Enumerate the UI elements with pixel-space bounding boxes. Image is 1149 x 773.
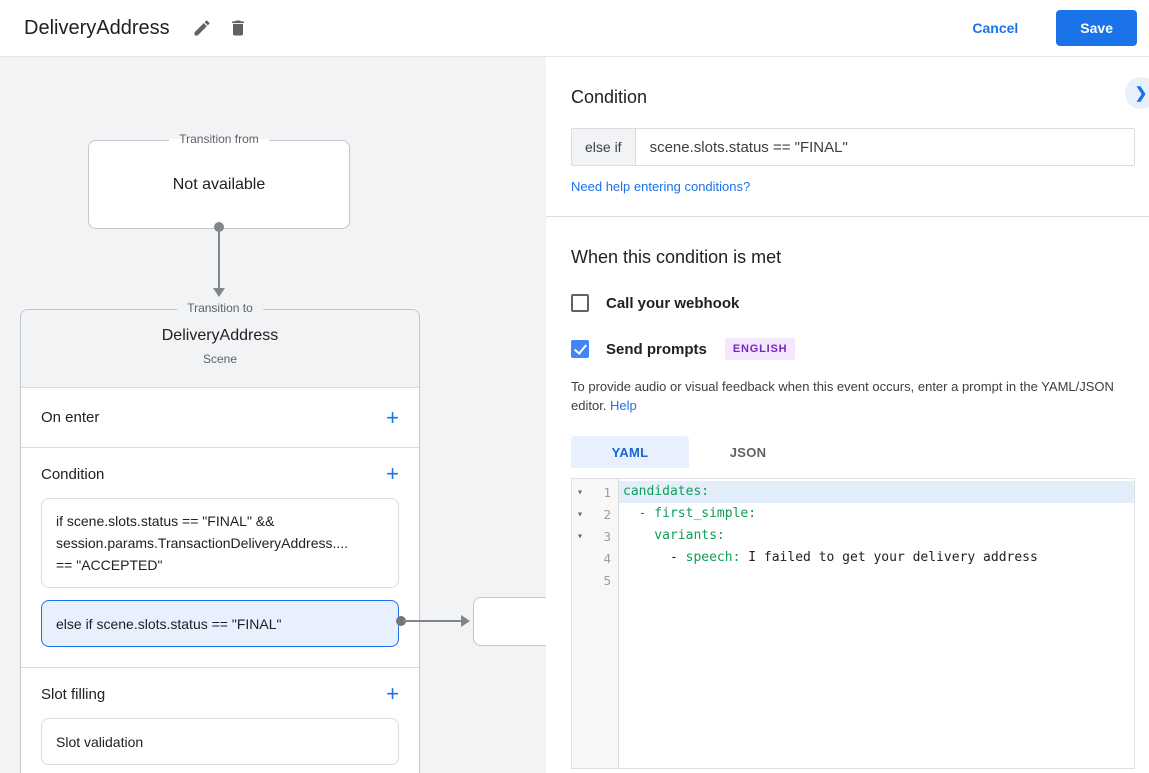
- send-prompts-checkbox[interactable]: [571, 340, 589, 358]
- connector-arrow-head-icon: [461, 615, 470, 627]
- transition-from-content: Not available: [172, 175, 266, 193]
- scene-diagram-canvas[interactable]: Transition from Not available Transition…: [0, 57, 546, 773]
- collapse-panel-button[interactable]: ❯: [1125, 77, 1149, 109]
- pencil-icon: [192, 18, 212, 38]
- prompt-description: To provide audio or visual feedback when…: [571, 379, 1114, 413]
- top-app-bar: DeliveryAddress Cancel Save: [0, 0, 1149, 57]
- code-line[interactable]: [619, 569, 1134, 591]
- condition-met-title: When this condition is met: [571, 247, 782, 267]
- line-number: 4: [603, 550, 611, 566]
- cancel-button[interactable]: Cancel: [956, 12, 1034, 44]
- language-badge: ENGLISH: [724, 338, 796, 360]
- send-prompts-row: Send prompts ENGLISH: [571, 338, 1135, 360]
- code-line[interactable]: candidates:: [619, 481, 1134, 503]
- send-prompts-label: Send prompts: [606, 340, 707, 358]
- transition-arrow-head-icon: [213, 288, 225, 297]
- scene-node-card[interactable]: Transition to DeliveryAddress Scene On e…: [20, 301, 420, 773]
- slot-filling-label: Slot filling: [41, 685, 106, 703]
- panel-title: Condition: [571, 87, 648, 107]
- line-number: 3: [603, 528, 611, 544]
- gutter-line: 5: [572, 569, 618, 591]
- condition-expression-input[interactable]: [635, 129, 1134, 165]
- connector-dot: [396, 616, 406, 626]
- gutter-line: ▾2: [572, 503, 618, 525]
- webhook-row: Call your webhook: [571, 294, 1135, 312]
- tab-yaml[interactable]: YAML: [571, 436, 689, 468]
- line-number: 1: [603, 484, 611, 500]
- delete-scene-button[interactable]: [220, 10, 256, 46]
- line-number: 2: [603, 506, 611, 522]
- slot-validation-card[interactable]: Slot validation: [41, 718, 399, 765]
- transition-arrow-line: [218, 227, 220, 289]
- else-if-prefix: else if: [572, 129, 636, 165]
- fold-arrow-icon[interactable]: ▾: [576, 508, 584, 520]
- condition-detail-panel: Condition ❯ else if Need help entering c…: [546, 57, 1149, 773]
- transition-from-node[interactable]: Transition from Not available: [88, 132, 350, 229]
- gutter-line: ▾3: [572, 525, 618, 547]
- slot-filling-section: Slot filling + Slot validation Transacti…: [21, 668, 419, 773]
- code-line[interactable]: - first_simple:: [623, 506, 757, 521]
- help-link[interactable]: Help: [610, 398, 637, 413]
- condition-section-label: Condition: [41, 465, 105, 483]
- scene-node-title: DeliveryAddress: [161, 327, 279, 344]
- page-title: DeliveryAddress: [24, 16, 170, 39]
- condition-section: Condition + if scene.slots.status == "FI…: [21, 448, 419, 668]
- fold-arrow-icon[interactable]: ▾: [576, 530, 584, 542]
- gutter-line: 4: [572, 547, 618, 569]
- line-number: 5: [603, 572, 611, 588]
- code-line[interactable]: - speech: I failed to get your delivery …: [623, 550, 1038, 565]
- on-enter-section[interactable]: On enter +: [21, 388, 419, 448]
- fold-arrow-icon[interactable]: ▾: [576, 486, 584, 498]
- edit-title-button[interactable]: [184, 10, 220, 46]
- gutter-line: ▾1: [572, 481, 618, 503]
- chevron-right-icon: ❯: [1134, 85, 1148, 102]
- condition-expression-field: else if: [571, 128, 1135, 166]
- call-webhook-checkbox[interactable]: [571, 294, 589, 312]
- add-slot-icon[interactable]: +: [386, 681, 399, 706]
- next-scene-node[interactable]: [473, 597, 546, 646]
- save-button[interactable]: Save: [1056, 10, 1137, 46]
- on-enter-label: On enter: [41, 409, 100, 426]
- transition-from-label: Transition from: [169, 132, 269, 146]
- scene-node-subtitle: Scene: [202, 352, 238, 366]
- condition-card-if[interactable]: if scene.slots.status == "FINAL" && sess…: [41, 498, 399, 588]
- connector-line: [403, 620, 463, 622]
- add-condition-icon[interactable]: +: [386, 461, 399, 486]
- call-webhook-label: Call your webhook: [606, 294, 740, 312]
- code-line[interactable]: variants:: [623, 528, 725, 543]
- editor-code[interactable]: candidates: - first_simple: variants: - …: [619, 479, 1134, 768]
- transition-to-label: Transition to: [177, 301, 263, 315]
- condition-card-else-if[interactable]: else if scene.slots.status == "FINAL": [41, 600, 399, 647]
- panel-divider: [546, 216, 1149, 217]
- scene-node-header: Transition to DeliveryAddress Scene: [21, 301, 419, 388]
- tab-json[interactable]: JSON: [729, 444, 767, 460]
- condition-help-link[interactable]: Need help entering conditions?: [571, 179, 751, 194]
- trash-icon: [228, 18, 248, 38]
- add-on-enter-icon[interactable]: +: [386, 404, 399, 430]
- editor-format-tabs: YAML JSON: [571, 436, 1135, 468]
